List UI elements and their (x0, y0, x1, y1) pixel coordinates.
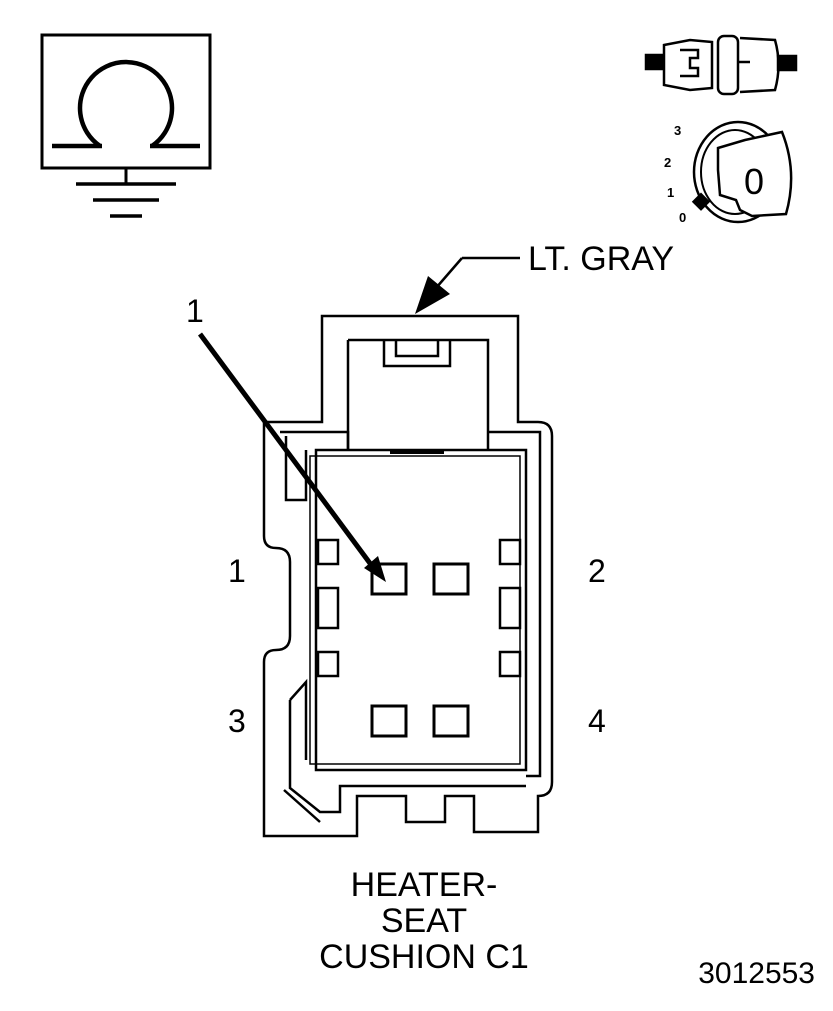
ignition-position-2: 2 (664, 155, 671, 170)
caption-line-1: HEATER- (351, 866, 498, 904)
caption-line-2: SEAT (381, 902, 467, 940)
ignition-key-off-icon: 3 2 1 0 0 (664, 120, 793, 225)
connector-disconnected-icon (644, 34, 798, 96)
connector-caption: HEATER- SEAT CUSHION C1 (319, 866, 529, 976)
connector-side-latches (316, 538, 522, 678)
pin-label-1: 1 (228, 553, 246, 589)
pin-label-4: 4 (588, 703, 606, 739)
pin-label-3: 3 (228, 703, 246, 739)
ignition-key-label: 0 (744, 161, 764, 202)
cavity-pin-4 (432, 704, 470, 738)
pin-callout: 1 (186, 293, 386, 582)
pin-labels: 1 2 3 4 (228, 553, 606, 739)
ignition-position-0: 0 (679, 210, 686, 225)
connector-color-label: LT. GRAY (528, 240, 674, 278)
cavity-pin-3 (370, 704, 408, 738)
callout-number: 1 (186, 293, 204, 329)
ignition-position-1: 1 (667, 185, 674, 200)
color-callout: LT. GRAY (415, 240, 674, 314)
ignition-position-3: 3 (674, 123, 681, 138)
caption-line-3: CUSHION C1 (319, 938, 529, 976)
connector-housing (262, 314, 554, 838)
pin-label-2: 2 (588, 553, 606, 589)
ohmmeter-ground-icon (40, 33, 212, 218)
cavity-pin-2 (432, 562, 470, 596)
terminal-cavities (370, 562, 470, 738)
figure-id: 3012553 (698, 957, 815, 990)
